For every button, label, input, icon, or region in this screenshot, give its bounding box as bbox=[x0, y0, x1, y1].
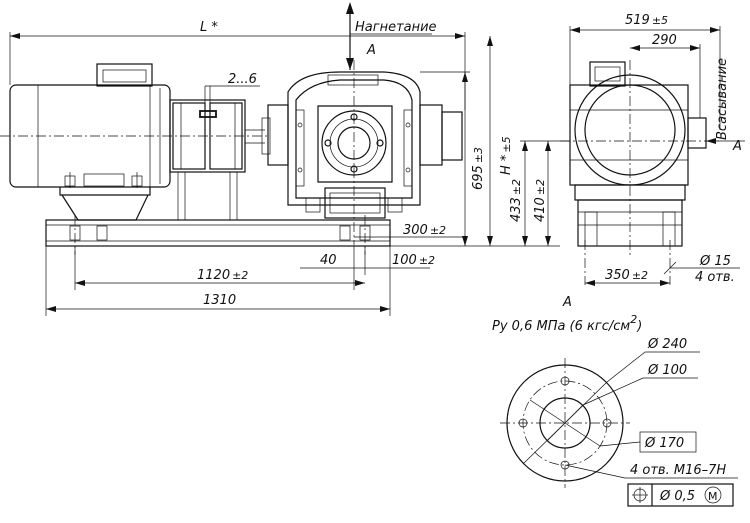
dim-total-length-label: L * bbox=[200, 20, 218, 35]
dim-coupling-gap: 2...6 bbox=[204, 72, 260, 103]
pressure-label: Ру 0,6 МПа (6 кгс/см2) bbox=[492, 313, 642, 334]
dim-433-label: 433±2 bbox=[509, 179, 524, 222]
dim-1310-label: 1310 bbox=[203, 293, 236, 308]
view-a-title: A bbox=[562, 295, 572, 310]
dim-40-label: 40 bbox=[320, 253, 337, 268]
dim-hole-15-label: Ø 15 bbox=[699, 254, 731, 269]
dim-height-h-label: H *±5 bbox=[499, 136, 514, 175]
suction-label: Всасывание bbox=[715, 58, 730, 140]
position-tolerance-frame: Ø 0,5 M bbox=[627, 483, 734, 507]
pump bbox=[261, 60, 463, 245]
dim-1120: 1120±2 bbox=[74, 246, 365, 290]
dim-total-length: L * bbox=[9, 20, 466, 110]
view-a: A Ру 0,6 МПа (6 кгс/см2) Ø 240 Ø 100 Ø 1… bbox=[492, 295, 738, 507]
dim-height-h: H *±5 bbox=[470, 36, 560, 247]
flange-d240-label: Ø 240 bbox=[647, 337, 687, 352]
discharge-arrow: Нагнетание A bbox=[346, 2, 437, 70]
dim-coupling-gap-label: 2...6 bbox=[228, 72, 257, 87]
motor bbox=[0, 63, 270, 221]
view-a-marker-top: A bbox=[366, 43, 376, 58]
dim-350: 350±2 bbox=[585, 268, 670, 286]
dim-519: 519±5 bbox=[569, 13, 721, 130]
dim-hole-count-label: 4 отв. bbox=[695, 270, 735, 285]
dim-100-label: 100±2 bbox=[392, 253, 435, 268]
dim-290: 290 bbox=[630, 33, 701, 118]
dim-519-label: 519±5 bbox=[625, 13, 668, 28]
dim-350-label: 350±2 bbox=[605, 268, 648, 283]
discharge-label: Нагнетание bbox=[355, 20, 437, 35]
dim-290-label: 290 bbox=[652, 33, 677, 48]
tolerance-value-label: Ø 0,5 bbox=[659, 489, 695, 504]
dim-1310: 1310 bbox=[46, 293, 390, 312]
dim-1120-label: 1120±2 bbox=[197, 268, 248, 283]
dim-433: 433±2 bbox=[509, 140, 570, 246]
side-view: 519±5 290 Всасывание A 433±2 bbox=[509, 13, 745, 286]
view-a-marker-side: A bbox=[732, 139, 742, 154]
flange-d100-label: Ø 100 bbox=[647, 363, 687, 378]
suction-arrow: Всасывание A bbox=[706, 58, 745, 154]
dim-40-100: 40 100±2 bbox=[300, 246, 435, 290]
dim-410: 410±2 bbox=[533, 141, 551, 246]
flange-d170-label: Ø 170 bbox=[644, 436, 684, 451]
base-frame bbox=[45, 215, 391, 316]
dim-height-695: 695±3 bbox=[390, 71, 486, 247]
dim-hole-15: Ø 15 4 отв. bbox=[663, 254, 740, 285]
dim-410-label: 410±2 bbox=[533, 179, 548, 222]
dim-300: 300±2 bbox=[354, 223, 465, 238]
dim-300-label: 300±2 bbox=[403, 223, 446, 238]
dim-height-695-label: 695±3 bbox=[471, 147, 486, 190]
front-view: Нагнетание A L * 2...6 695±3 bbox=[0, 2, 560, 316]
tolerance-modifier-label: M bbox=[708, 490, 718, 503]
bolt-spec-label: 4 отв. М16–7H bbox=[630, 463, 726, 478]
coupling bbox=[169, 99, 265, 220]
